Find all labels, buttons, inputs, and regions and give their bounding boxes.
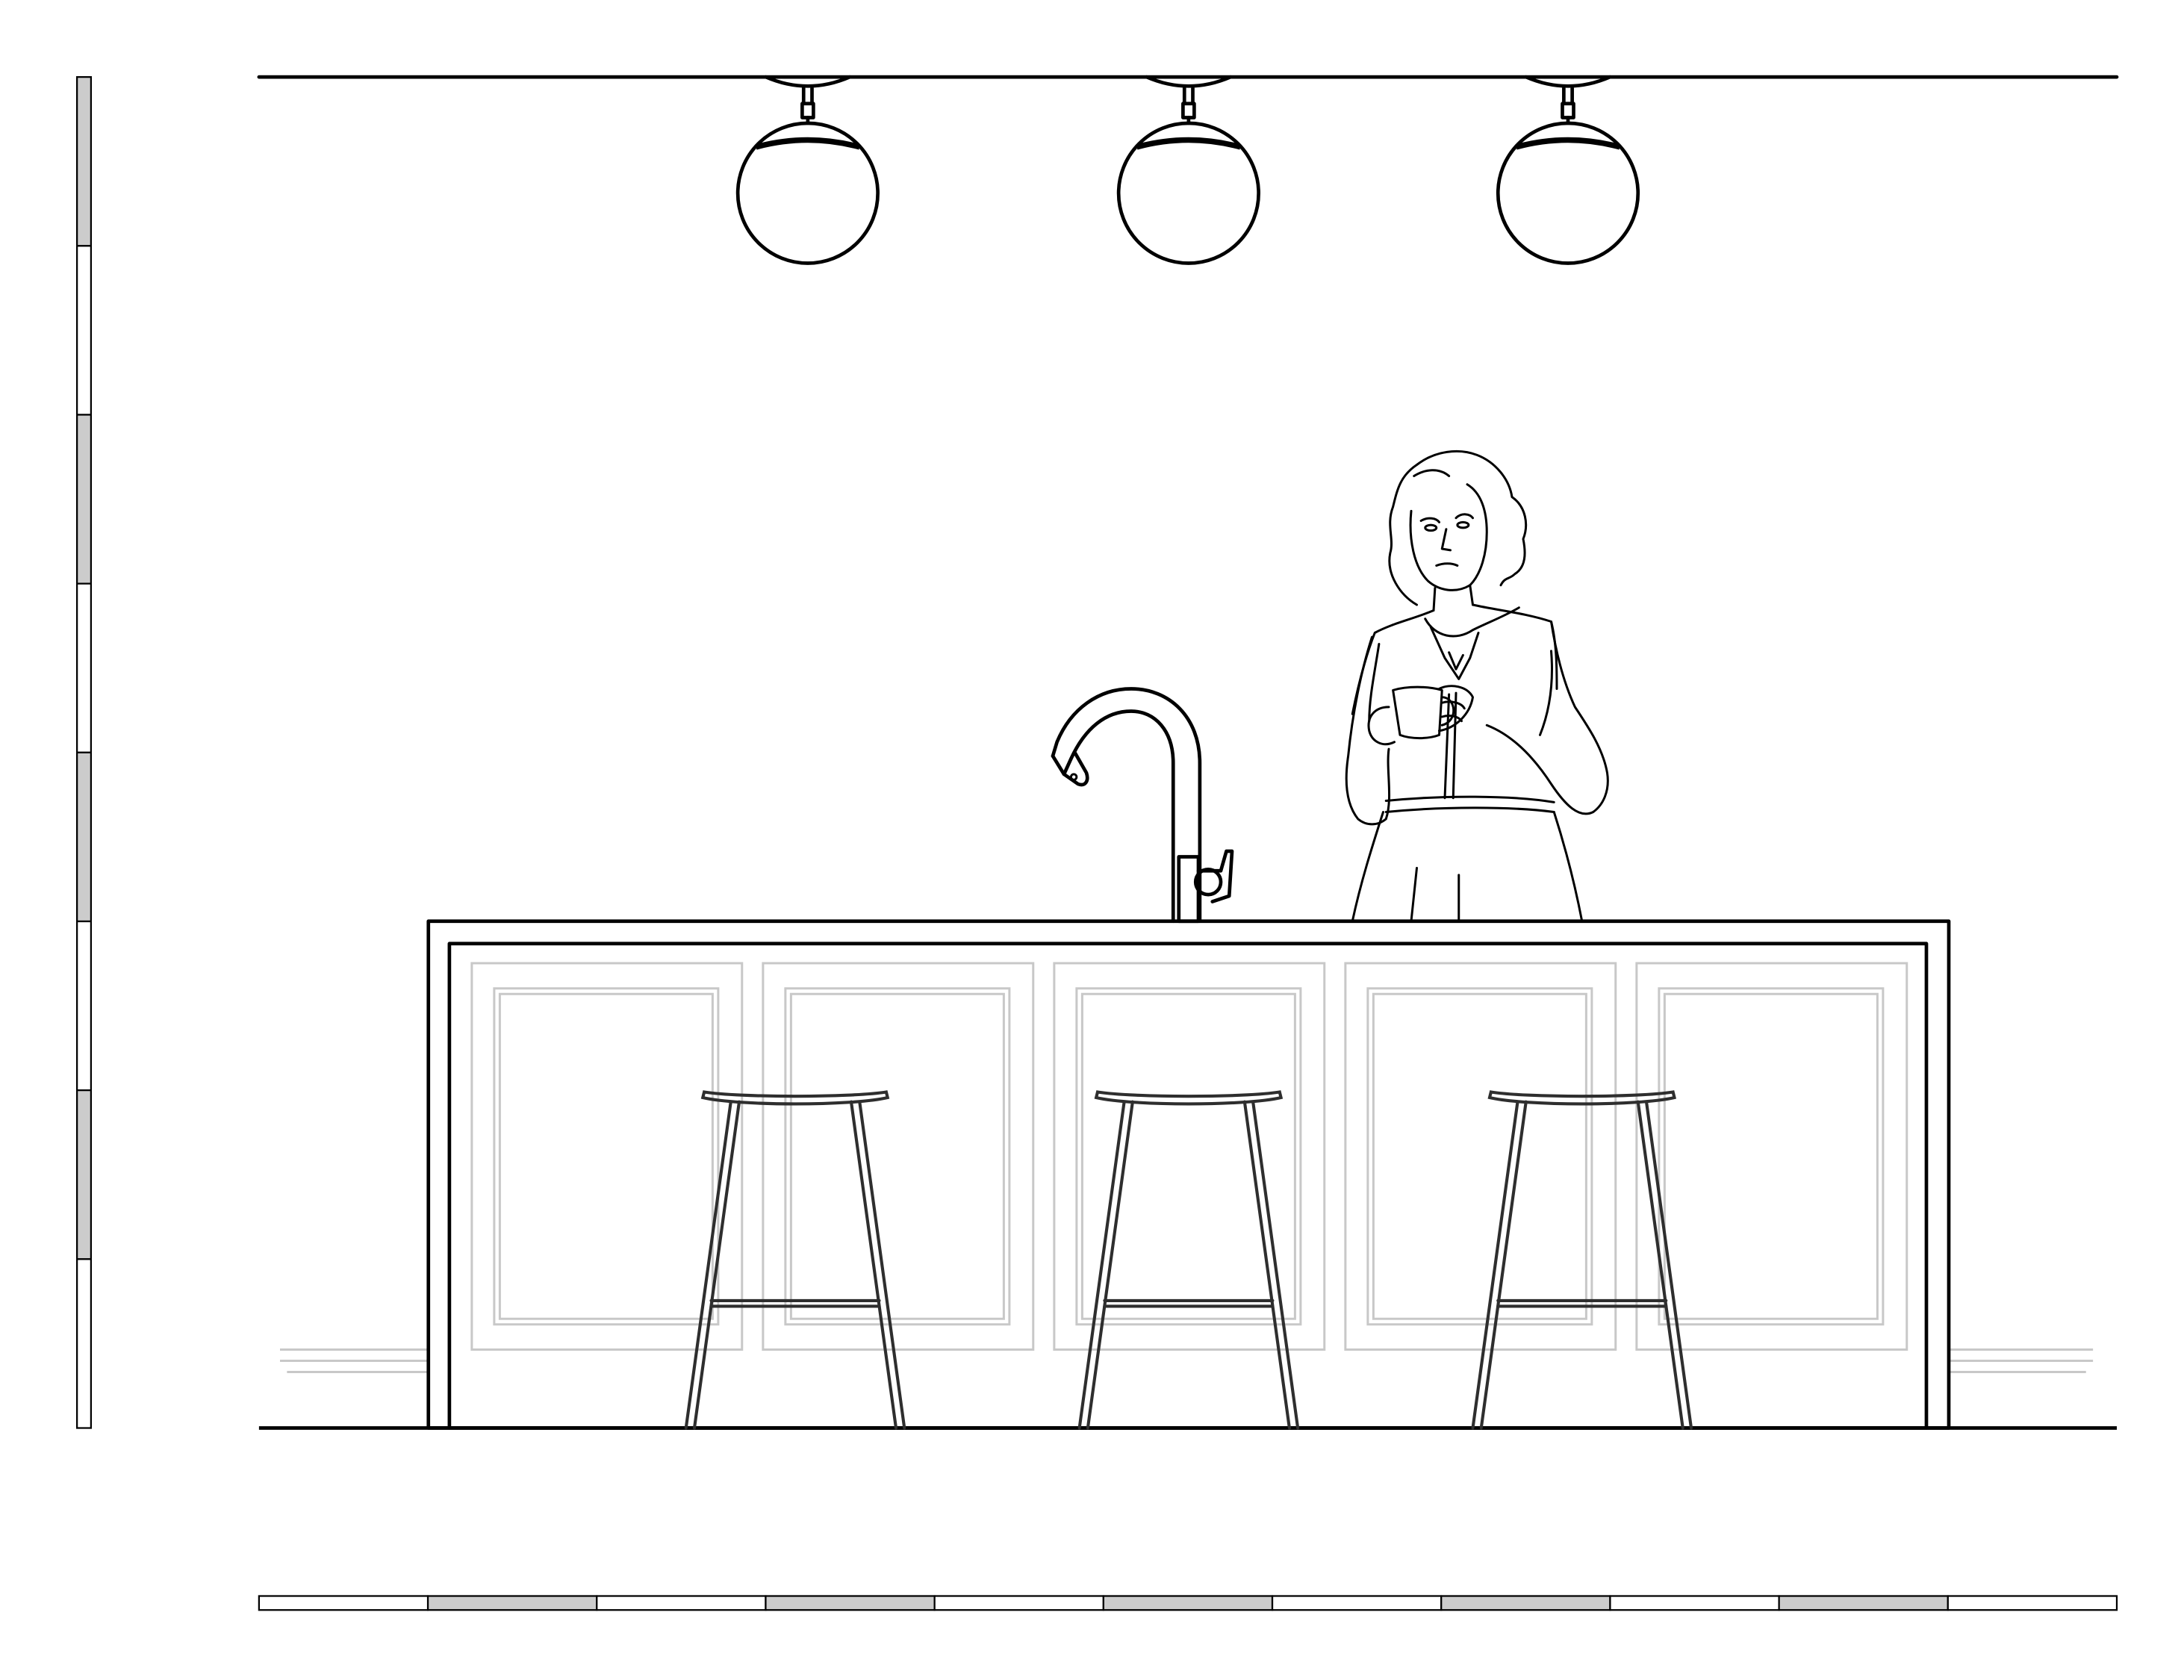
vertical-scale-bar xyxy=(76,76,92,1429)
island-inner-frame xyxy=(447,942,1929,1430)
globe-pendant-icon xyxy=(735,75,880,265)
horizontal-scale-bar xyxy=(258,1595,2118,1611)
scale-segment-gray xyxy=(76,751,92,923)
bar-stool-icon xyxy=(1077,1090,1300,1430)
bar-stool-icon xyxy=(684,1090,906,1430)
island-countertop xyxy=(426,919,1951,1430)
cabinet-panel-4 xyxy=(1344,962,1617,1351)
scale-segment-gray xyxy=(1778,1595,1949,1611)
scale-segment-white xyxy=(1271,1595,1443,1611)
bar-stool-icon xyxy=(1471,1090,1693,1430)
scale-segment-white xyxy=(258,1595,429,1611)
scale-segment-gray xyxy=(765,1595,936,1611)
scale-segment-gray xyxy=(76,414,92,585)
cabinet-panel-3 xyxy=(1053,962,1326,1351)
scale-segment-white xyxy=(76,582,92,753)
globe-pendant-icon xyxy=(1116,75,1260,265)
bar-stool-3 xyxy=(1471,1090,1693,1430)
scale-segment-white xyxy=(76,245,92,416)
pendant-light-2 xyxy=(1116,75,1260,265)
scale-segment-white xyxy=(596,1595,767,1611)
scale-segment-gray xyxy=(76,1089,92,1260)
globe-pendant-icon xyxy=(1496,75,1640,265)
scale-segment-white xyxy=(76,1258,92,1429)
bar-stool-1 xyxy=(684,1090,906,1430)
scale-segment-gray xyxy=(1102,1595,1274,1611)
person-holding-mug-icon xyxy=(1345,450,1609,923)
kitchen-island xyxy=(426,919,1951,1430)
scale-segment-gray xyxy=(1440,1595,1611,1611)
pendant-light-3 xyxy=(1496,75,1640,265)
cabinet-panel-1 xyxy=(470,962,744,1351)
scale-segment-white xyxy=(1609,1595,1780,1611)
scale-segment-gray xyxy=(426,1595,598,1611)
cabinet-panel-2 xyxy=(762,962,1035,1351)
scale-segment-gray xyxy=(76,76,92,247)
baseboard xyxy=(280,1348,2094,1373)
pendant-light-1 xyxy=(735,75,880,265)
scale-segment-white xyxy=(76,920,92,1092)
scale-segment-white xyxy=(933,1595,1104,1611)
scale-segment-white xyxy=(1947,1595,2118,1611)
bar-stool-2 xyxy=(1077,1090,1300,1430)
cabinet-panel-5 xyxy=(1635,962,1908,1351)
gooseneck-faucet-icon xyxy=(1051,687,1234,924)
